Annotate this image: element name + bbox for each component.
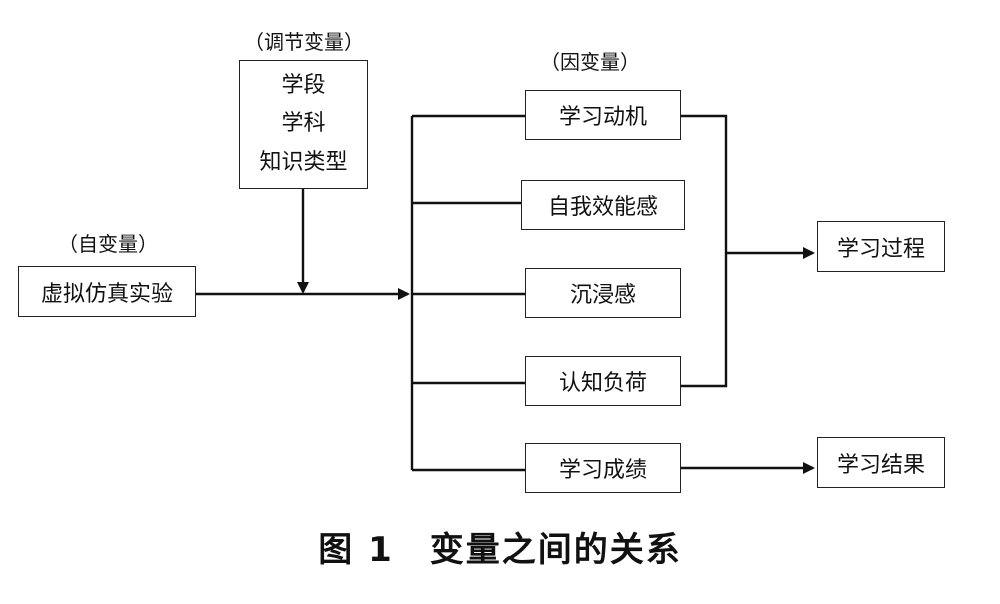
moderator-label: （调节变量） — [244, 30, 364, 54]
dependent-box-5: 学习成绩 — [525, 443, 681, 493]
dependent-label: （因变量） — [540, 50, 640, 74]
dependent-box-1: 学习动机 — [525, 90, 681, 140]
figure-caption: 图 1 变量之间的关系 — [318, 530, 682, 570]
moderator-item-1: 学段 — [281, 73, 326, 99]
dependent-box-3: 沉浸感 — [525, 268, 681, 318]
moderator-item-3: 知识类型 — [259, 149, 348, 175]
collector-top — [681, 114, 728, 388]
dependent-box-2: 自我效能感 — [521, 180, 685, 230]
moderator-box: 学段 学科 知识类型 — [239, 60, 368, 189]
outcome-box-result: 学习结果 — [817, 437, 945, 488]
moderator-item-2: 学科 — [281, 111, 326, 137]
independent-label: （自变量） — [58, 232, 158, 256]
outcome-box-process: 学习过程 — [817, 221, 945, 272]
independent-box: 虚拟仿真实验 — [18, 266, 196, 317]
dependent-box-4: 认知负荷 — [525, 356, 681, 406]
